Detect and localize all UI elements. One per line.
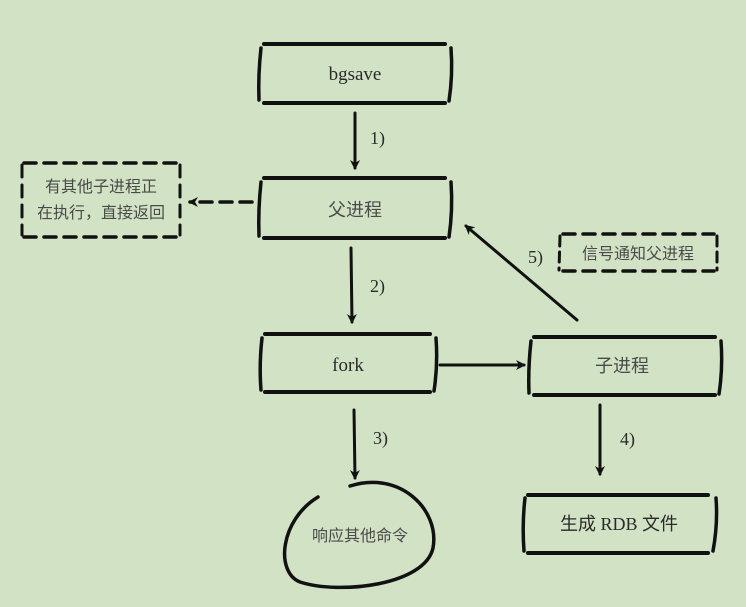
generate-rdb-box: 生成 RDB 文件 [521,493,719,555]
step-5-label: 5) [528,247,543,268]
generate-rdb-label: 生成 RDB 文件 [560,514,678,534]
other-child-text-line2: 在执行，直接返回 [37,203,165,222]
child-process-box: 子进程 [527,335,724,397]
respond-commands-label: 响应其他命令 [312,526,408,545]
bgsave-box: bgsave [257,42,454,105]
child-process-label: 子进程 [595,356,649,377]
signal-parent-label: 信号通知父进程 [582,244,694,263]
fork-box: fork [258,332,439,394]
parent-process-box: 父进程 [257,176,454,240]
step-3-label: 3) [373,428,388,449]
other-child-text-line1: 有其他子进程正 [45,177,157,196]
signal-parent-box: 信号通知父进程 [557,232,719,273]
arrow-step-2 [346,246,357,324]
other-child-running-box: 有其他子进程正 在执行，直接返回 [20,161,182,239]
respond-commands-blob: 响应其他命令 [282,480,436,590]
fork-label: fork [332,355,364,376]
step-2-label: 2) [370,276,385,297]
arrow-step-3 [349,408,360,480]
step-1-label: 1) [370,128,385,149]
arrow-step-5 [464,224,579,322]
step-4-label: 4) [620,429,635,450]
bgsave-label: bgsave [329,64,382,85]
parent-process-label: 父进程 [328,200,382,221]
